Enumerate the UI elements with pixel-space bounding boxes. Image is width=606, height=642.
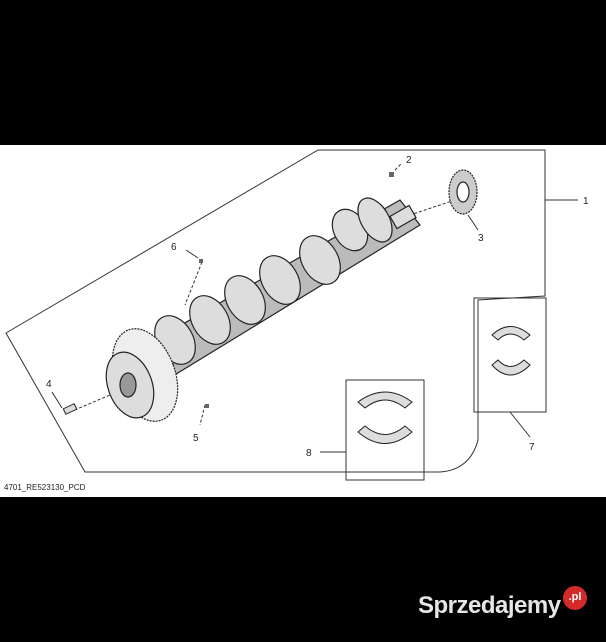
bearings-7 (491, 326, 531, 376)
callout-6: 6 (171, 242, 177, 253)
plug-2 (389, 172, 394, 177)
plug-6 (199, 259, 203, 263)
callout-2: 2 (406, 155, 412, 166)
crankshaft-exploded-diagram: 1 2 3 4 5 6 7 8 (5, 149, 589, 481)
plug-5 (205, 404, 209, 408)
callout-7: 7 (529, 442, 535, 453)
assembly-outline (5, 149, 546, 473)
bearing-box-7 (473, 297, 547, 413)
callout-8: 8 (306, 448, 312, 459)
watermark-brand: Sprzedajemy (418, 592, 561, 619)
parts-diagram-sheet: 1 2 3 4 5 6 7 8 4701_RE523130_PCD (0, 145, 606, 497)
callout-3: 3 (478, 233, 484, 244)
dowel-pin-4 (62, 403, 78, 415)
drawing-code: 4701_RE523130_PCD (4, 483, 86, 492)
callout-1: 1 (583, 196, 589, 207)
crankshaft-gear-3 (448, 169, 478, 215)
watermark-tld-badge: .pl (563, 586, 587, 610)
callout-4: 4 (46, 379, 52, 390)
bearings-8 (357, 391, 413, 444)
bearing-box-8 (345, 379, 425, 481)
flywheel-gear (105, 328, 179, 422)
callout-5: 5 (193, 433, 199, 444)
crankshaft (119, 197, 421, 391)
